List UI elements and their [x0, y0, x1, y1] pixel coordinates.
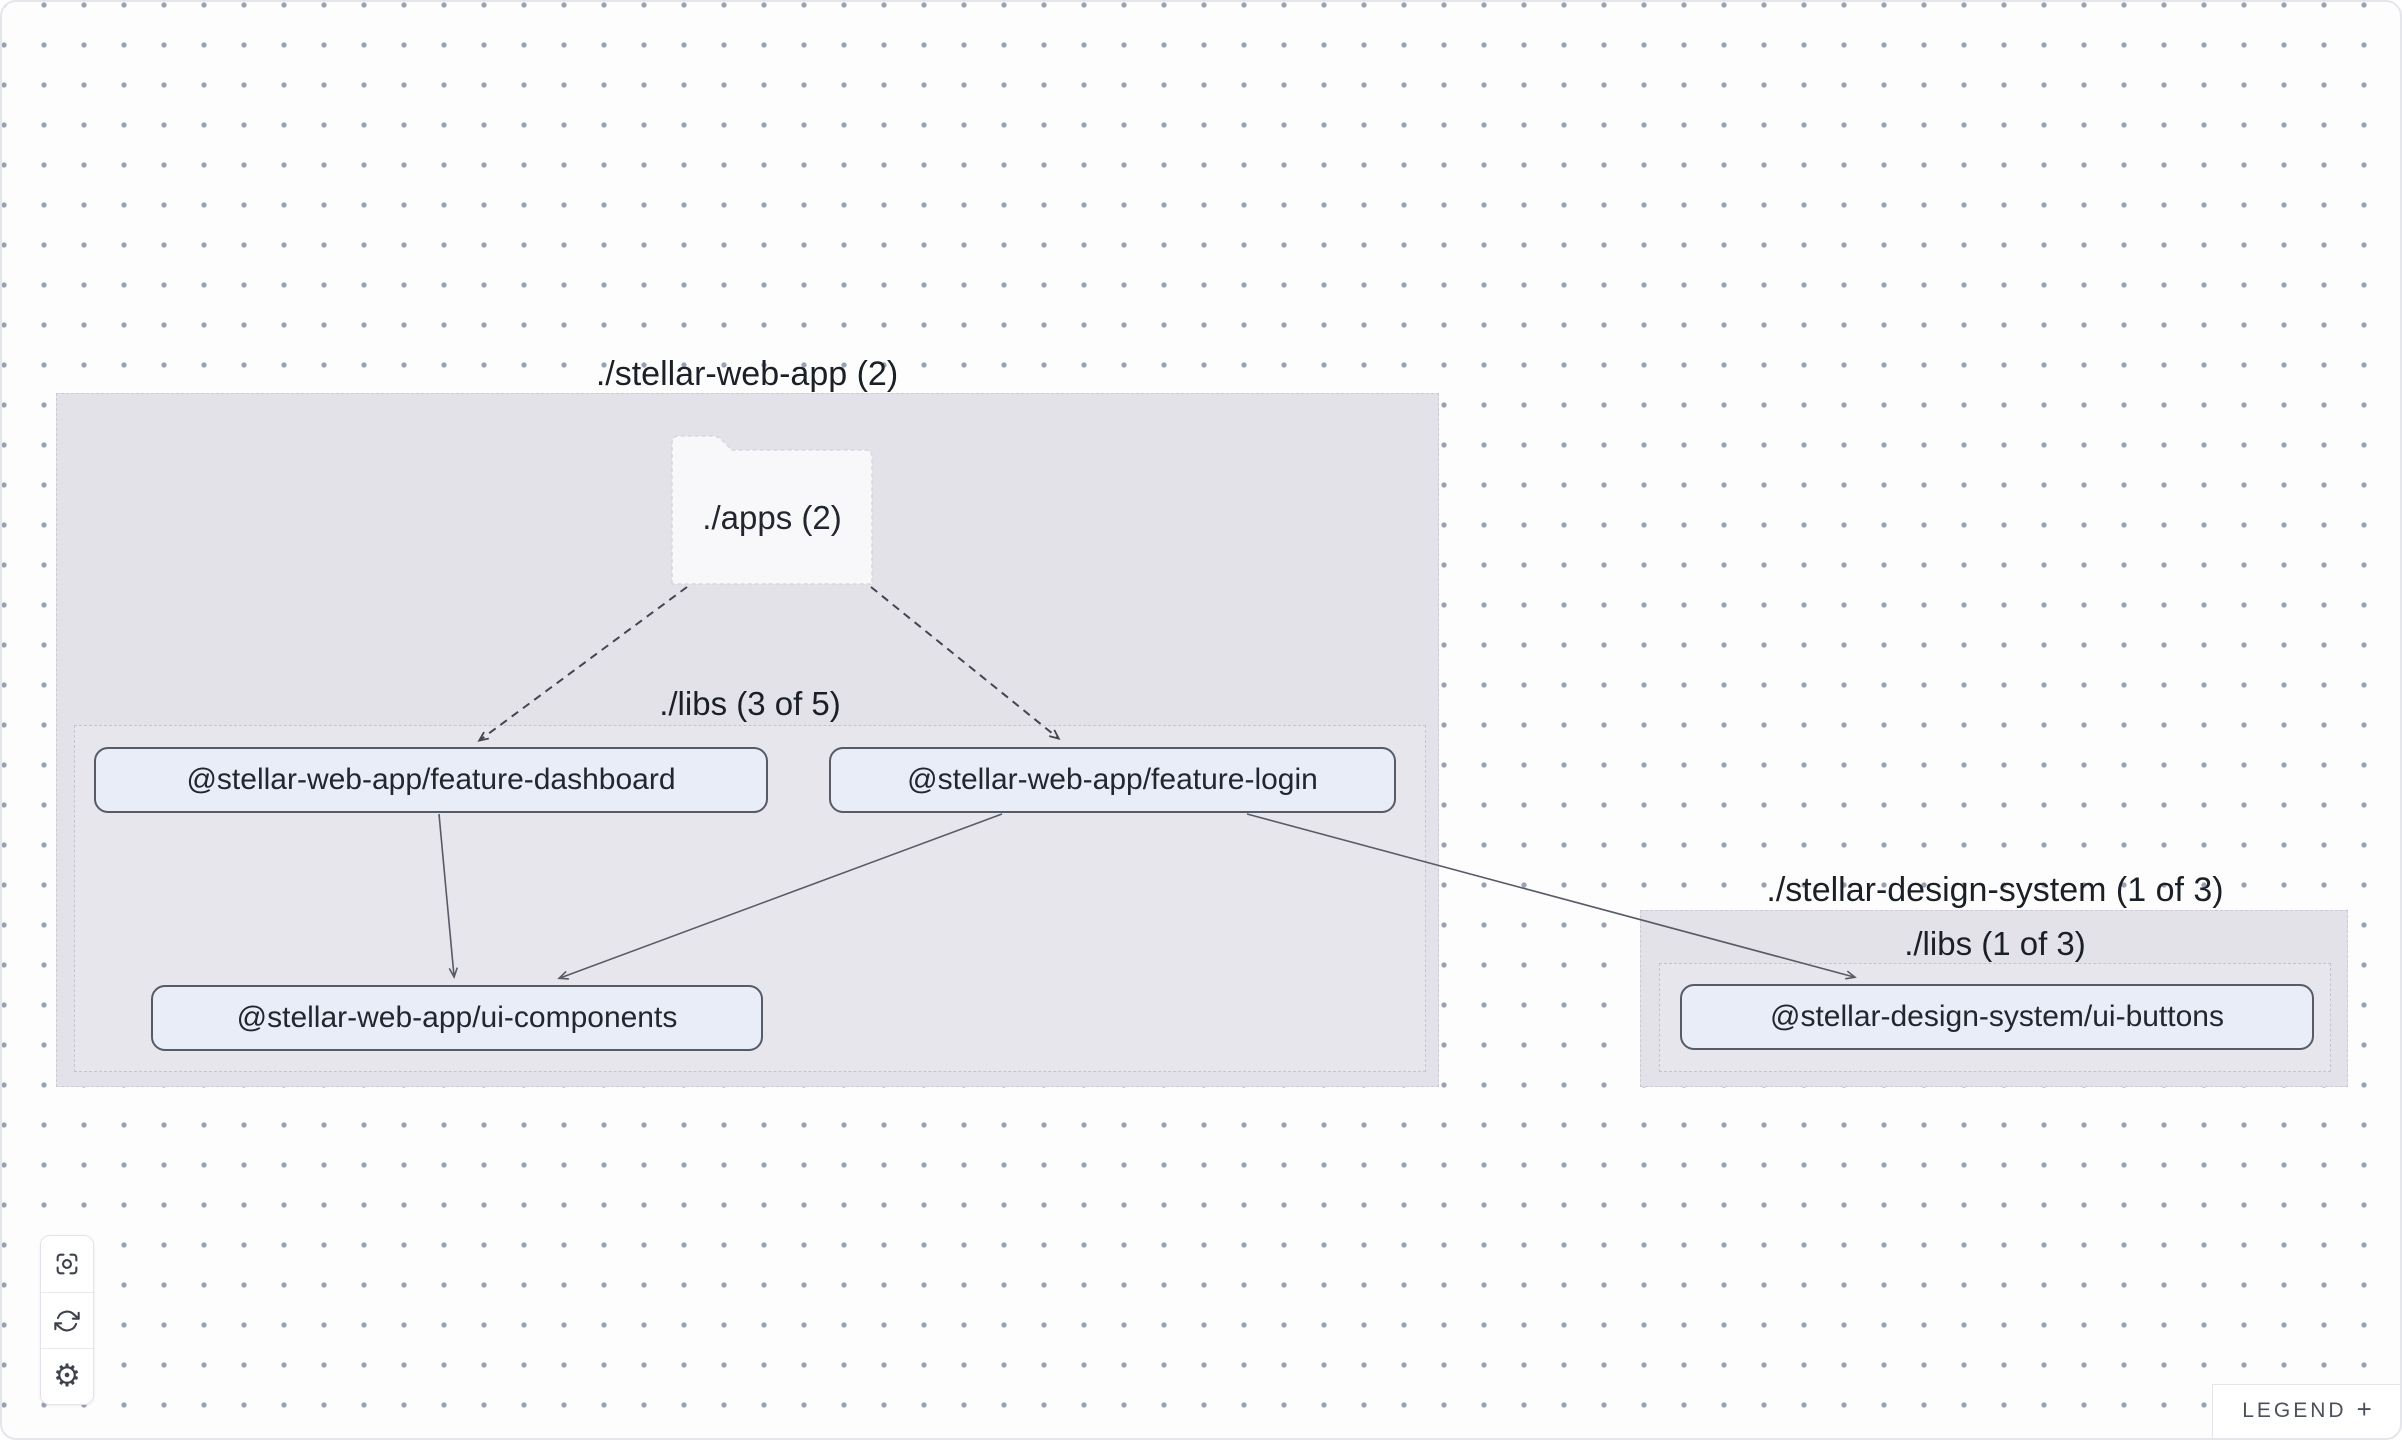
folder-apps[interactable]: ./apps (2) — [670, 434, 874, 587]
edge-feature-login-to-ui-buttons[interactable] — [1246, 813, 1857, 980]
legend-label: LEGEND — [2242, 1399, 2347, 1422]
edge-apps-to-feature-dashboard[interactable] — [477, 586, 688, 742]
gear-icon: ⚙ — [53, 1358, 81, 1394]
node-ui-components[interactable]: @stellar-web-app/ui-components — [151, 985, 763, 1051]
folder-apps-label: ./apps (2) — [702, 498, 842, 536]
focus-icon — [56, 1253, 78, 1275]
graph-toolbar: ⚙ — [40, 1235, 94, 1405]
edge-feature-dashboard-to-ui-components[interactable] — [438, 813, 459, 979]
edge-feature-login-to-ui-components[interactable] — [557, 813, 1003, 980]
folder-icon — [671, 435, 873, 585]
group-label-stellar-web-app: ./stellar-web-app (2) — [595, 355, 899, 393]
settings-button[interactable]: ⚙ — [41, 1348, 93, 1404]
node-ui-buttons[interactable]: @stellar-design-system/ui-buttons — [1680, 984, 2314, 1050]
node-feature-dashboard[interactable]: @stellar-web-app/feature-dashboard — [94, 747, 768, 813]
refresh-icon — [54, 1310, 80, 1331]
plus-icon: + — [2356, 1394, 2372, 1424]
legend-toggle-button[interactable]: LEGEND + — [2212, 1384, 2400, 1438]
group-label-stellar-design-system: ./stellar-design-system (1 of 3) — [1766, 871, 2224, 909]
group-label-web-app-libs: ./libs (3 of 5) — [659, 685, 841, 722]
edge-apps-to-feature-login[interactable] — [870, 586, 1061, 741]
node-feature-login[interactable]: @stellar-web-app/feature-login — [829, 747, 1396, 813]
group-label-design-system-libs: ./libs (1 of 3) — [1904, 925, 2086, 962]
focus-button[interactable] — [41, 1236, 93, 1292]
refresh-button[interactable] — [41, 1292, 93, 1348]
